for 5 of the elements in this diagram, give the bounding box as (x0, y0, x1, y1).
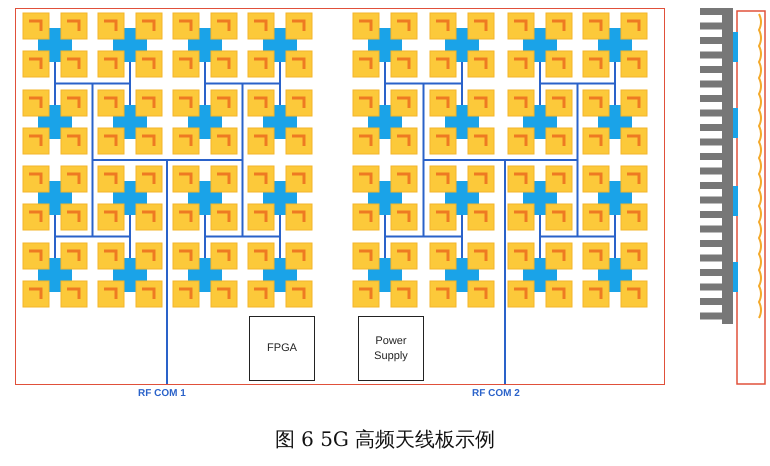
port-label: RF COM 2 (472, 388, 520, 399)
chip-box: Power Supply (358, 316, 424, 381)
chip-box: FPGA (249, 316, 315, 381)
port-label: RF COM 1 (138, 388, 186, 399)
figure-caption: 图 6 5G 高频天线板示例 (274, 426, 496, 453)
